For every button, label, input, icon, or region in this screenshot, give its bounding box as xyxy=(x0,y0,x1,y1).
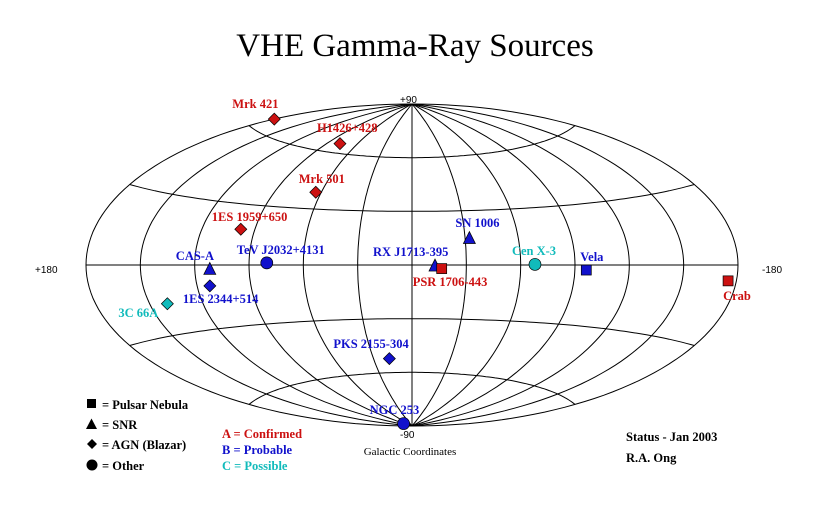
diamond-marker xyxy=(309,185,323,199)
square-marker xyxy=(722,275,734,287)
square-marker xyxy=(580,264,592,276)
legend-probable: B = Probable xyxy=(222,443,293,457)
status-date: Status - Jan 2003 xyxy=(626,430,718,444)
axis-label-right: -180 xyxy=(762,265,782,276)
circle-marker xyxy=(528,258,542,271)
source-label: SN 1006 xyxy=(455,215,500,230)
source-label: Mrk 501 xyxy=(298,172,345,187)
chart-title: VHE Gamma-Ray Sources xyxy=(236,28,594,64)
legend-label: = Pulsar Nebula xyxy=(102,398,189,412)
source-label: NGC 253 xyxy=(369,402,420,417)
source-label: CAS-A xyxy=(175,249,214,264)
axis-label-bottom: -90 xyxy=(400,430,415,441)
legend-agn: = AGN (Blazar) xyxy=(86,438,186,453)
parallel-line xyxy=(248,371,576,405)
axis-label-top: +90 xyxy=(400,95,417,106)
source-label: Cen X-3 xyxy=(511,244,557,259)
legend-snr: = SNR xyxy=(86,418,137,433)
parallel-line xyxy=(129,318,695,346)
legend-pulsar-nebula: = Pulsar Nebula xyxy=(86,398,188,413)
triangle-marker xyxy=(462,230,476,244)
legend-label: = SNR xyxy=(102,418,138,432)
square-marker xyxy=(436,263,448,274)
diamond-marker xyxy=(160,297,174,311)
diamond-marker xyxy=(234,222,248,236)
source-label: PSR 1706-443 xyxy=(412,274,488,289)
triangle-icon xyxy=(86,418,97,429)
circle-marker xyxy=(397,417,410,430)
diamond-marker xyxy=(267,112,281,126)
triangle-marker xyxy=(203,261,217,275)
source-label: Mrk 421 xyxy=(232,97,279,112)
source-label: H1426+428 xyxy=(316,120,378,135)
square-icon xyxy=(87,399,96,408)
circle-marker xyxy=(260,256,274,270)
source-markers xyxy=(160,112,734,430)
axis-label-left: +180 xyxy=(35,265,58,276)
diamond-marker xyxy=(333,137,347,151)
coordinate-grid xyxy=(85,103,739,427)
source-label: 1ES 2344+514 xyxy=(182,291,259,306)
diamond-icon xyxy=(87,439,97,449)
source-label: 1ES 1959+650 xyxy=(211,210,288,225)
legend-possible: C = Possible xyxy=(222,459,288,473)
legend-other: = Other xyxy=(86,459,144,474)
source-label: 3C 66A xyxy=(118,305,159,320)
source-label: TeV J2032+4131 xyxy=(236,242,325,257)
source-label: Vela xyxy=(580,250,604,265)
diamond-marker xyxy=(382,352,396,366)
source-label: PKS 2155-304 xyxy=(333,336,409,351)
parallel-line xyxy=(248,125,576,159)
parallel-line xyxy=(129,184,695,212)
legend-label: = AGN (Blazar) xyxy=(102,438,187,452)
legend-confirmed: A = Confirmed xyxy=(222,427,303,441)
legend-label: = Other xyxy=(102,459,145,473)
circle-icon xyxy=(86,459,98,471)
source-label: RX J1713-395 xyxy=(373,245,449,260)
diamond-marker xyxy=(203,279,217,293)
author: R.A. Ong xyxy=(626,451,677,465)
coordinates-label: Galactic Coordinates xyxy=(364,446,457,458)
source-label: Crab xyxy=(723,288,751,303)
